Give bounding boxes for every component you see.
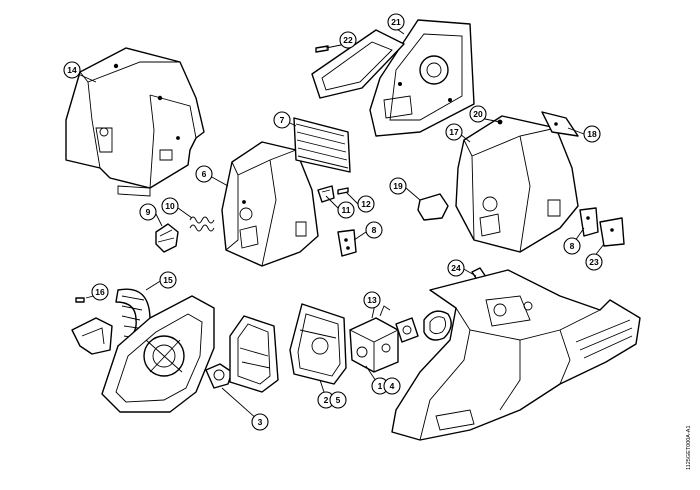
part-filter-base-2 <box>229 315 279 393</box>
svg-text:10: 10 <box>165 201 175 211</box>
part-cover-21 <box>369 19 475 137</box>
part-gasket-round <box>423 310 452 341</box>
callout-24: 24 <box>447 259 465 277</box>
part-shroud-6 <box>221 141 319 267</box>
svg-text:24: 24 <box>451 263 461 273</box>
svg-text:22: 22 <box>343 35 353 45</box>
svg-text:11: 11 <box>342 205 351 215</box>
part-clip-11 <box>317 185 335 203</box>
part-screw-16 <box>75 297 85 303</box>
callout-21: 21 <box>387 13 405 31</box>
part-shroud-17 <box>455 115 579 253</box>
part-bracket-23 <box>599 217 625 247</box>
callout-17: 17 <box>445 123 463 141</box>
svg-text:6: 6 <box>202 169 207 179</box>
part-gasket-small <box>395 317 419 343</box>
callout-11: 11 <box>337 201 355 219</box>
svg-text:23: 23 <box>589 257 599 267</box>
callout-8-right: 8 <box>563 237 581 255</box>
svg-text:19: 19 <box>393 181 403 191</box>
callout-18: 18 <box>583 125 601 143</box>
part-hook-left <box>71 317 113 355</box>
part-cap-19 <box>417 193 449 221</box>
callout-22: 22 <box>339 31 357 49</box>
svg-text:14: 14 <box>67 65 77 75</box>
svg-text:3: 3 <box>258 417 263 427</box>
callout-14: 14 <box>63 61 81 79</box>
callout-13: 13 <box>363 291 381 309</box>
callout-4: 4 <box>383 377 401 395</box>
part-starter-housing <box>101 295 215 413</box>
svg-text:9: 9 <box>146 207 151 217</box>
svg-text:7: 7 <box>280 115 285 125</box>
callout-12: 12 <box>357 195 375 213</box>
part-plate-18 <box>541 111 579 137</box>
callout-9: 9 <box>139 203 157 221</box>
svg-text:21: 21 <box>391 17 401 27</box>
svg-text:8: 8 <box>570 241 575 251</box>
part-knob-9 <box>155 223 179 253</box>
svg-text:13: 13 <box>367 295 377 305</box>
svg-text:12: 12 <box>361 199 371 209</box>
svg-text:2: 2 <box>324 395 329 405</box>
svg-text:18: 18 <box>587 129 597 139</box>
part-filter-plate-5 <box>289 303 347 385</box>
callout-20: 20 <box>469 105 487 123</box>
part-plate-22 <box>311 29 405 99</box>
callout-7: 7 <box>273 111 291 129</box>
svg-text:8: 8 <box>372 225 377 235</box>
svg-text:4: 4 <box>390 381 395 391</box>
svg-text:16: 16 <box>95 287 105 297</box>
part-bracket-8a <box>337 229 357 257</box>
svg-text:15: 15 <box>163 275 173 285</box>
callout-6: 6 <box>195 165 213 183</box>
callout-10: 10 <box>161 197 179 215</box>
part-main-housing <box>391 269 641 441</box>
callout-15: 15 <box>159 271 177 289</box>
part-carburetor-13 <box>349 305 399 373</box>
svg-text:1: 1 <box>378 381 383 391</box>
callout-5: 5 <box>329 391 347 409</box>
callout-8-middle: 8 <box>365 221 383 239</box>
part-screw-12 <box>337 187 349 195</box>
callout-23: 23 <box>585 253 603 271</box>
part-spring-10 <box>189 216 215 232</box>
part-grille-7 <box>293 117 351 173</box>
drawing-code: 1125GET000A-A1 <box>686 425 692 470</box>
callout-16: 16 <box>91 283 109 301</box>
callout-3: 3 <box>251 413 269 431</box>
part-screw-22 <box>315 45 329 53</box>
callout-19: 19 <box>389 177 407 195</box>
part-shroud-14 <box>65 47 205 197</box>
svg-text:5: 5 <box>336 395 341 405</box>
svg-text:17: 17 <box>449 127 459 137</box>
svg-text:20: 20 <box>473 109 483 119</box>
part-bracket-8b <box>579 207 599 237</box>
callout-1: 1 <box>371 377 389 395</box>
part-cap-3 <box>205 363 233 389</box>
